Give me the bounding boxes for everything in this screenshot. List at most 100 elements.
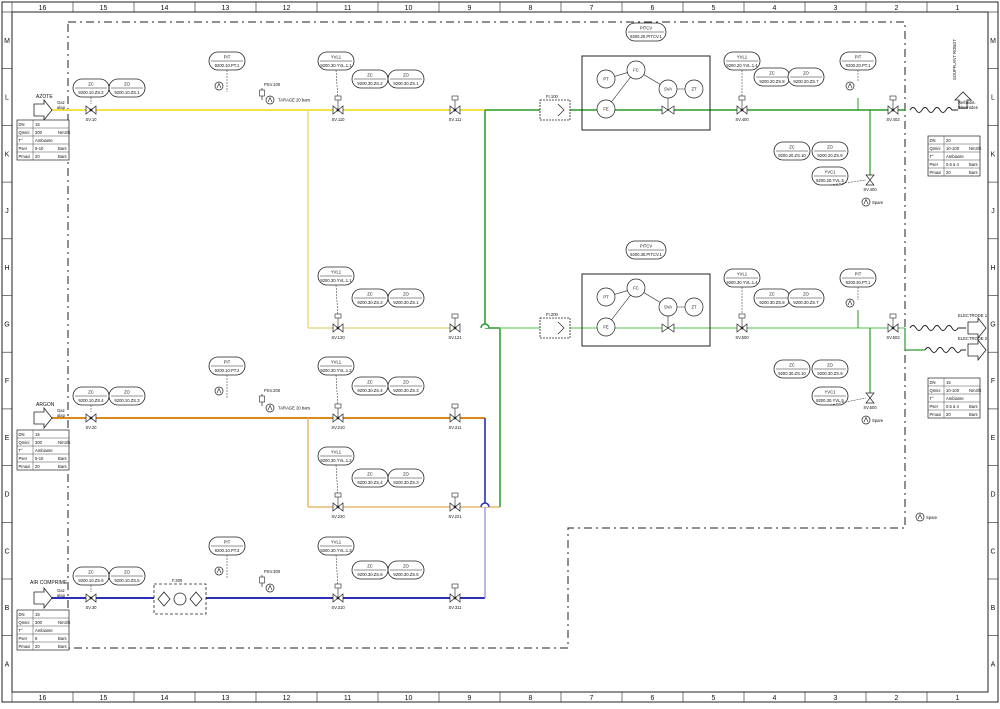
table-parameter: T° [19,448,24,453]
signal-line [335,284,339,319]
valve-symbol: SV.502 [886,313,900,340]
pressure-gauge [845,81,855,91]
grid-row-label: D [4,492,9,499]
spare-label: Spare [872,418,884,423]
tag-function: ZO [403,564,410,569]
tag-number: 9200.30.YVL.1.1 [320,63,352,68]
valve-symbol: SV.310 [331,583,345,610]
tag-function: PIT [224,360,231,365]
instrument-function: SVA [664,305,672,310]
table-value: 20 [946,138,951,143]
tag-function: ZC [88,570,94,575]
pressure-gauge [861,197,871,207]
air-inlet-label: AIR COMPRIME [30,580,68,586]
instrument-function: ZT [691,305,697,310]
valve-tag: SV.111 [449,117,462,122]
tag-function: ZC [88,390,94,395]
grid-column-label: 10 [405,695,413,702]
table-value: 10-100 [946,146,960,151]
instrument-bubble: FC [626,60,646,80]
table-value: Ambiante [35,448,53,453]
tag-number: 9200.30.ZS.9 [817,371,843,376]
table-parameter: Qmini [19,440,30,445]
table-value: 6 [35,636,38,641]
tag-number: 9200.30.YVL.1.2 [320,458,352,463]
valve-tag: SV.221 [448,514,462,519]
grid-column-label: 1 [956,5,960,12]
grid-row-label: E [5,435,10,442]
control-signal-lines [605,69,694,110]
valve-symbol: SV.402 [886,95,900,122]
tag-function: YVC1 [825,170,837,175]
tag-number: 9200.10.PT.3 [215,548,240,553]
psv: PSV.300 [259,569,281,587]
tag-number: 9200.30.ZS.3 [393,388,419,393]
tag-number: 9200.10.ZS.3 [114,398,140,403]
tag-function: ZO [803,292,810,297]
table-unit: Bars [969,412,978,417]
table-parameter: Qmini [930,146,941,151]
tag-number: 9200.30.YVL.1.4 [726,280,758,285]
grid-column-label: 7 [590,5,594,12]
table-parameter: DN [930,380,936,385]
tag-number: 9200.30.YVL.5 [816,398,844,403]
grid-column-label: 10 [405,5,413,12]
outlet-electrode2: ELECTRODE 2 [958,336,988,362]
grid-row-label: H [990,265,995,272]
tarage-label: TARAGE 20 bars [278,406,310,411]
table-value: 20 [35,154,40,159]
grid-column-label: 8 [529,695,533,702]
valve-symbol: SV.20 [85,413,97,430]
valve-symbol: SV.30 [85,593,97,610]
flexible-hose [924,347,966,353]
grid-row-label: H [4,265,9,272]
tag-number: 9200.20.ZS.10 [778,153,806,158]
outlet-electrode1: ELECTRODE 1 [958,313,988,340]
tag-function: ZC [88,82,94,87]
flexible-hose [909,325,966,331]
grid-column-label: 11 [344,695,351,702]
grid-column-label: 13 [222,5,230,12]
tag-number: 9200.10.PT.2 [215,368,240,373]
valve-symbol: SV.110 [331,95,345,122]
valve-symbol: SV.121 [448,313,462,340]
outlet-top: SOUFFLANT ROBOT [952,39,972,109]
instrument-bubble: PT [596,287,616,307]
air-line [48,418,486,599]
tag-function: ZC [789,145,795,150]
tag-number: 9200.30.ZS.10 [778,371,806,376]
instrument-function: SVA [664,87,672,92]
tag-number: 9200.10.ZS.1 [114,90,140,95]
tag-function: YVL1 [737,272,748,277]
valve-tag: SV.10 [85,117,97,122]
pressure-gauge [214,386,224,396]
tag-number: 9200.30.ZS.1 [393,81,419,86]
table-value: Ambiante [35,138,53,143]
tag-function: ZO [403,292,410,297]
table-parameter: Pser [930,162,939,167]
grid-row-label: L [5,95,9,102]
valve-tag: SV.121 [448,335,462,340]
flexible-hose [909,107,958,113]
table-value: 15 [35,612,40,617]
filter-tag: F.300 [172,578,183,583]
spare-label: Spare [926,515,938,520]
grid-column-label: 3 [834,5,838,12]
grid-column-label: 16 [39,5,47,12]
table-parameter: T° [930,396,935,401]
